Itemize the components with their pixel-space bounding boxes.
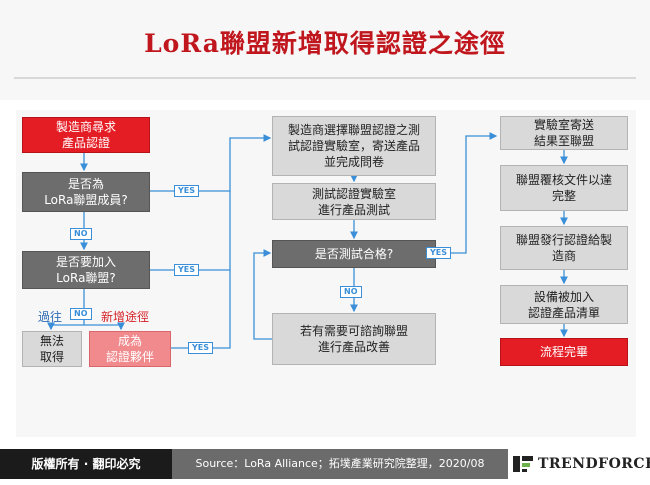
tag-yes-pass: YES	[426, 247, 452, 259]
arrow-pass-yes	[436, 132, 498, 254]
page-title: LoRa聯盟新增取得認證之途徑	[144, 29, 506, 58]
footer: 版權所有 · 翻印必究 Source：LoRa Alliance；拓墣產業研究院…	[0, 443, 650, 485]
review-box: 聯盟覆核文件以達 完整	[500, 165, 628, 211]
trendforce-logo-icon	[512, 453, 534, 475]
title-divider	[14, 77, 636, 79]
old-path-label: 過往	[38, 310, 63, 324]
start-box: 製造商尋求 產品認證	[22, 117, 150, 153]
no-cert-box: 無法 取得	[22, 331, 82, 367]
line-cert-yes	[171, 270, 231, 349]
done-box: 流程完畢	[500, 338, 628, 366]
issue-cert-box: 聯盟發行認證給製 造商	[500, 226, 628, 270]
tag-yes-cert: YES	[188, 342, 214, 354]
improve-box: 若有需要可諮詢聯盟 進行產品改善	[272, 313, 436, 365]
tag-yes-member: YES	[174, 185, 200, 197]
list-device-box: 設備被加入 認證產品清單	[500, 285, 628, 324]
brand-name: TRENDFORCE	[538, 456, 650, 472]
decision-member: 是否為 LoRa聯盟成員?	[22, 172, 150, 212]
send-result-box: 實驗室寄送 結果至聯盟	[500, 116, 628, 150]
new-path-label: 新增途徑	[101, 310, 150, 324]
title-area: LoRa聯盟新增取得認證之途徑	[0, 0, 650, 100]
trendforce-logo: TRENDFORCE	[512, 449, 650, 479]
decision-join: 是否要加入 LoRa聯盟?	[22, 251, 150, 289]
line-join-yes	[150, 191, 231, 271]
certified-partner-box: 成為 認證夥伴	[89, 331, 171, 367]
source-note: Source：LoRa Alliance；拓墣產業研究院整理，2020/08	[172, 449, 508, 479]
tag-no-pass: NO	[340, 286, 362, 298]
select-lab-box: 製造商選擇聯盟認證之測 試認證實驗室，寄送產品 並完成問卷	[272, 116, 436, 176]
copyright-notice: 版權所有 · 翻印必究	[0, 449, 172, 479]
tag-no-member: NO	[70, 228, 92, 240]
decision-pass: 是否測試合格?	[272, 240, 436, 268]
lab-test-box: 測試認證實驗室 進行產品測試	[272, 183, 436, 220]
tag-no-join: NO	[70, 308, 92, 320]
arrow-improve-loop	[253, 249, 272, 340]
flowchart: 製造商尋求 產品認證 是否為 LoRa聯盟成員? 是否要加入 LoRa聯盟? 過…	[16, 110, 636, 437]
tag-yes-join: YES	[174, 264, 200, 276]
arrow-member-yes	[150, 134, 272, 192]
